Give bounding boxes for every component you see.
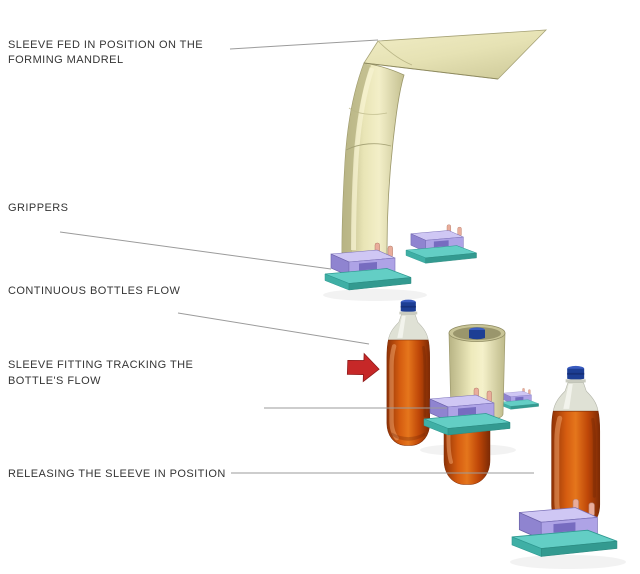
label-releasing: RELEASING THE SLEEVE IN POSITION [8, 468, 226, 480]
label-grippers: GRIPPERS [8, 202, 68, 214]
label-sleeve-fitting-line1: SLEEVE FITTING TRACKING THE [8, 359, 193, 371]
label-sleeve-fitting-line2: BOTTLE'S FLOW [8, 375, 101, 387]
forming-mandrel [341, 62, 405, 263]
label-sleeve-fed-line1: SLEEVE FED IN POSITION ON THE [8, 39, 203, 51]
gripper-station-behind [499, 387, 539, 410]
sleeve-sheet [363, 29, 548, 80]
flow-arrow [346, 352, 380, 383]
label-bottles-flow: CONTINUOUS BOTTLES FLOW [8, 285, 180, 297]
bottle-incoming [387, 300, 430, 446]
leader-line-grippers [59, 231, 332, 270]
labels: SLEEVE FED IN POSITION ON THE FORMING MA… [8, 39, 226, 480]
gripper-station-right [405, 224, 477, 264]
leader-lines [59, 39, 534, 474]
sleeve-fitting-station [423, 324, 539, 485]
leader-line-bottles-flow [177, 312, 370, 345]
leader-line-sleeve-fed [229, 39, 379, 50]
label-sleeve-fed-line2: FORMING MANDREL [8, 54, 124, 66]
